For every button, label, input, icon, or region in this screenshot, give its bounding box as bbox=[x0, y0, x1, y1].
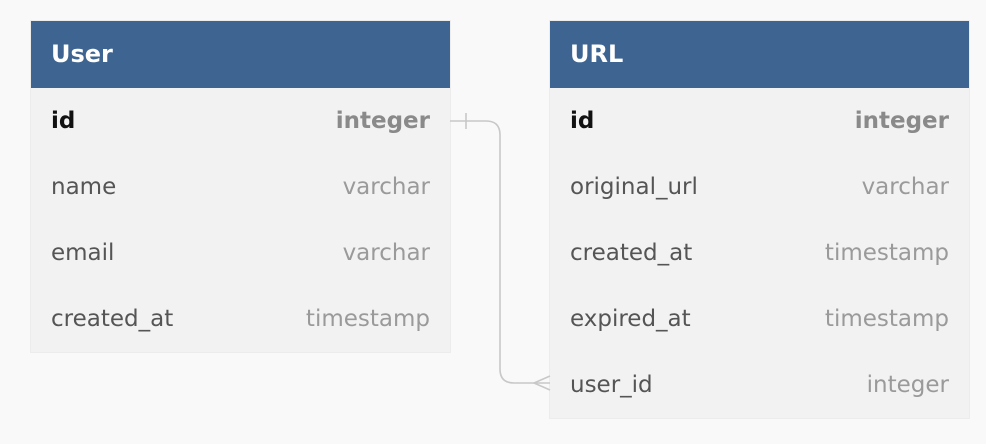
table-url-field-original-url[interactable]: original_url varchar bbox=[550, 154, 969, 220]
table-url-field-expired-at[interactable]: expired_at timestamp bbox=[550, 286, 969, 352]
table-url-field-user-id[interactable]: user_id integer bbox=[550, 352, 969, 418]
field-type: integer bbox=[335, 108, 430, 134]
table-url-field-id[interactable]: id integer bbox=[550, 88, 969, 154]
table-user-fields: id integer name varchar email varchar cr… bbox=[31, 88, 450, 352]
table-url-field-created-at[interactable]: created_at timestamp bbox=[550, 220, 969, 286]
table-user-header[interactable]: User bbox=[31, 21, 450, 88]
field-name: id bbox=[51, 108, 76, 134]
table-user[interactable]: User id integer name varchar email varch… bbox=[31, 21, 450, 352]
field-type: timestamp bbox=[305, 306, 430, 332]
field-name: user_id bbox=[570, 372, 653, 398]
table-url[interactable]: URL id integer original_url varchar crea… bbox=[550, 21, 969, 418]
field-name: name bbox=[51, 174, 117, 200]
field-type: timestamp bbox=[824, 240, 949, 266]
table-url-fields: id integer original_url varchar created_… bbox=[550, 88, 969, 418]
relationship-line[interactable] bbox=[450, 120, 550, 384]
many-cardinality-crowfoot bbox=[532, 375, 551, 391]
field-name: original_url bbox=[570, 174, 698, 200]
field-name: email bbox=[51, 240, 115, 266]
table-url-header[interactable]: URL bbox=[550, 21, 969, 88]
field-name: id bbox=[570, 108, 595, 134]
field-type: timestamp bbox=[824, 306, 949, 332]
field-type: integer bbox=[854, 108, 949, 134]
field-type: varchar bbox=[342, 240, 430, 266]
field-name: created_at bbox=[51, 306, 174, 332]
table-user-field-email[interactable]: email varchar bbox=[31, 220, 450, 286]
field-name: expired_at bbox=[570, 306, 691, 332]
field-type: varchar bbox=[861, 174, 949, 200]
table-user-field-name[interactable]: name varchar bbox=[31, 154, 450, 220]
table-user-field-id[interactable]: id integer bbox=[31, 88, 450, 154]
table-user-field-created-at[interactable]: created_at timestamp bbox=[31, 286, 450, 352]
field-type: varchar bbox=[342, 174, 430, 200]
field-type: integer bbox=[866, 372, 949, 398]
field-name: created_at bbox=[570, 240, 693, 266]
